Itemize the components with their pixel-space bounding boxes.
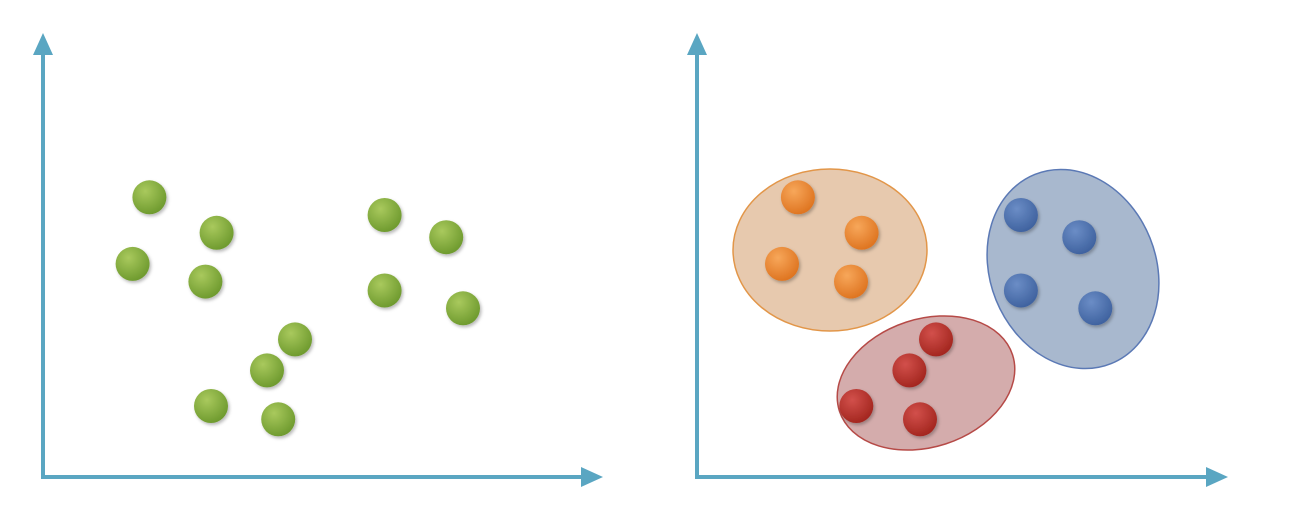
- data-point-red-3: [839, 389, 874, 423]
- axes: [687, 33, 1228, 487]
- axes: [33, 33, 603, 487]
- data-point-unclustered-10: [429, 220, 464, 255]
- clustered-panel: [687, 33, 1228, 487]
- data-point-blue-2: [1062, 220, 1097, 255]
- data-point-blue-1: [1003, 198, 1038, 232]
- data-point-red-2: [892, 353, 927, 388]
- cluster-region-orange: [732, 168, 928, 332]
- unclustered-points: [115, 180, 480, 437]
- data-point-orange-3: [765, 246, 799, 281]
- data-point-unclustered-3: [115, 246, 150, 281]
- data-point-unclustered-6: [250, 353, 284, 388]
- data-point-orange-2: [844, 215, 879, 250]
- data-point-unclustered-11: [367, 273, 402, 308]
- data-point-unclustered-12: [446, 291, 480, 326]
- data-point-blue-3: [1003, 273, 1038, 308]
- data-point-unclustered-7: [194, 389, 228, 423]
- data-point-red-1: [919, 322, 953, 357]
- cluster-region-red: [836, 315, 1016, 451]
- data-point-unclustered-1: [132, 180, 167, 215]
- data-point-unclustered-9: [367, 198, 402, 232]
- data-point-blue-4: [1078, 291, 1113, 326]
- y-axis-arrowhead: [33, 33, 53, 55]
- data-point-orange-4: [834, 264, 868, 299]
- data-point-unclustered-5: [278, 322, 312, 357]
- data-point-unclustered-8: [261, 402, 296, 437]
- data-point-unclustered-4: [188, 264, 223, 299]
- clustered-points: [765, 180, 1113, 437]
- unclustered-panel: [33, 33, 603, 487]
- x-axis-arrowhead: [1206, 467, 1228, 487]
- data-point-red-4: [903, 402, 937, 437]
- data-point-unclustered-2: [199, 215, 234, 250]
- x-axis-arrowhead: [581, 467, 603, 487]
- y-axis-arrowhead: [687, 33, 707, 55]
- data-point-orange-1: [780, 180, 815, 215]
